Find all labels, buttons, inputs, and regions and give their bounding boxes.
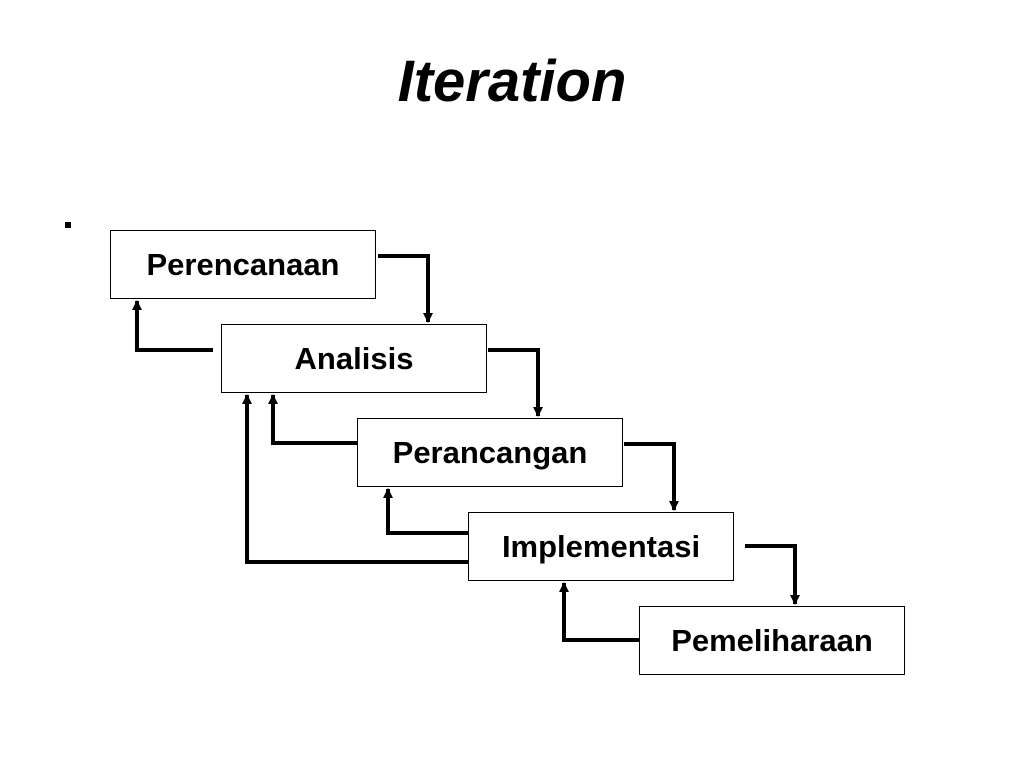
slide-title: Iteration — [397, 49, 627, 114]
phase-label: Analisis — [294, 340, 414, 376]
feedback-analisis-to-perencanaan — [132, 300, 213, 352]
phase-box-perencanaan: Perencanaan — [110, 230, 376, 299]
phase-label: Perancangan — [392, 434, 588, 470]
feedback-implementasi-to-perancangan — [383, 488, 468, 535]
feedback-pemeliharaan-to-implementasi — [559, 582, 639, 642]
feedback-implementasi-to-analisis — [242, 394, 478, 564]
arrow-perancangan-to-implementasi — [624, 442, 679, 511]
phase-box-implementasi: Implementasi — [468, 512, 734, 581]
phase-label: Perencanaan — [146, 246, 340, 282]
phase-label: Implementasi — [501, 528, 701, 564]
feedback-perancangan-to-analisis — [268, 394, 357, 445]
arrow-perencanaan-to-analisis — [378, 254, 433, 323]
phase-label: Pemeliharaan — [671, 622, 873, 658]
arrow-implementasi-to-pemeliharaan — [745, 544, 800, 605]
phase-box-pemeliharaan: Pemeliharaan — [639, 606, 905, 675]
bullet-dot — [65, 222, 71, 228]
phase-box-analisis: Analisis — [221, 324, 487, 393]
arrow-analisis-to-perancangan — [488, 348, 543, 417]
phase-box-perancangan: Perancangan — [357, 418, 623, 487]
